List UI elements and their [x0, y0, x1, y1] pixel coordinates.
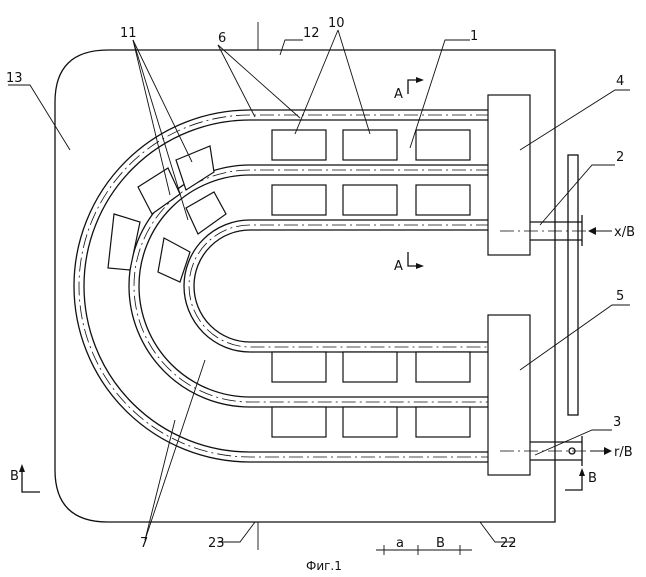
section-b-right-label: B: [588, 471, 597, 486]
straight-elements: [272, 130, 470, 437]
curved-elements: [108, 146, 226, 282]
label-2: 2: [616, 150, 624, 165]
outlet-flow-label: r/B: [614, 445, 633, 460]
label-3: 3: [613, 415, 621, 430]
label-11: 11: [120, 26, 137, 41]
section-a-bottom-label: A: [394, 259, 403, 274]
label-13: 13: [6, 71, 23, 86]
inlet-flow-label: x/B: [614, 225, 635, 240]
section-a-marks: [408, 77, 424, 269]
label-7: 7: [140, 536, 148, 551]
leader-lines: [8, 30, 630, 542]
label-23: 23: [208, 536, 225, 551]
label-4: 4: [616, 74, 624, 89]
dimension-b-label: B: [436, 536, 445, 551]
label-5: 5: [616, 289, 624, 304]
dimension-a-label: a: [396, 536, 404, 551]
label-10: 10: [328, 16, 345, 31]
label-1: 1: [470, 29, 478, 44]
flange-plate: [568, 155, 578, 415]
label-6: 6: [218, 31, 226, 46]
label-12: 12: [303, 26, 320, 41]
dimension-line: [376, 545, 472, 555]
section-b-left-label: B: [10, 469, 19, 484]
housing-outline: [55, 50, 555, 522]
section-a-top-label: A: [394, 87, 403, 102]
figure-caption: Фиг.1: [306, 559, 342, 573]
label-22: 22: [500, 536, 517, 551]
